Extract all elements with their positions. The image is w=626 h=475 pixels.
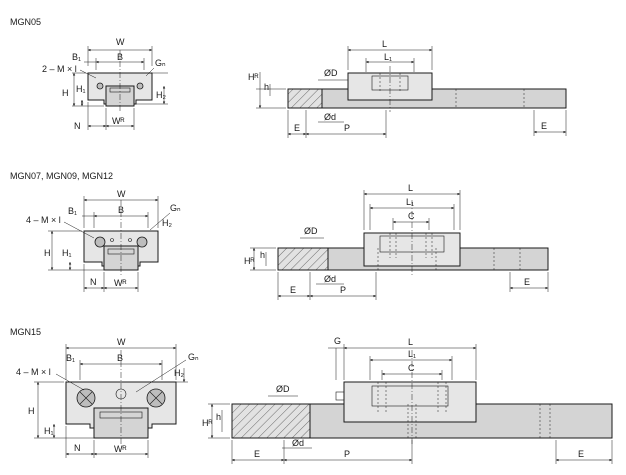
- label-W-3: W: [117, 337, 126, 347]
- label-N-2: N: [90, 277, 97, 287]
- label-h: h: [264, 82, 269, 92]
- label-L1-3: L₁: [408, 349, 416, 359]
- mgn15-side-view: L L₁ C G ØD Ød Hᴿ h E P E: [202, 336, 613, 464]
- label-B1: B₁: [72, 52, 81, 62]
- label-h-3: h: [216, 412, 221, 422]
- label-L1: L₁: [384, 52, 392, 62]
- label-M-2: 4 – M × l: [26, 215, 61, 225]
- label-Gn-3: Gₙ: [188, 352, 199, 362]
- label-B1-3: B₁: [66, 353, 75, 363]
- label-OD: ØD: [324, 68, 338, 78]
- label-W: W: [116, 37, 125, 47]
- label-P-2: P: [340, 285, 346, 295]
- label-L-3: L: [408, 337, 413, 347]
- label-Gn-2: Gₙ: [170, 203, 181, 213]
- label-L: L: [382, 39, 387, 49]
- label-Gn: Gₙ: [155, 58, 166, 68]
- label-C-3: C: [408, 363, 415, 373]
- label-Od-2: Ød: [324, 274, 336, 284]
- label-WR: Wᴿ: [112, 116, 125, 126]
- label-E-right-2: E: [524, 277, 530, 287]
- label-HR-3: Hᴿ: [202, 418, 213, 428]
- mgn07-front-view: W B B₁ Gₙ H₂ 4 – M × l H H₁ N Wᴿ: [26, 189, 181, 292]
- label-B: B: [117, 52, 123, 62]
- label-E-2: E: [290, 285, 296, 295]
- label-Od-3: Ød: [292, 438, 304, 448]
- label-M-3: 4 – M × l: [16, 367, 51, 377]
- mgn05-side-view: L L₁ ØD Ød Hᴿ h E P E: [248, 39, 567, 138]
- label-E-right-3: E: [578, 449, 584, 459]
- label-H2-3: H₂: [174, 368, 184, 378]
- section-title-mgn05: MGN05: [10, 17, 41, 27]
- label-H: H: [62, 88, 69, 98]
- label-H2: H₂: [156, 90, 166, 100]
- label-h-2: h: [260, 250, 265, 260]
- section-title-mgn07-09-12: MGN07, MGN09, MGN12: [10, 171, 113, 181]
- label-HR-2: Hᴿ: [244, 256, 255, 266]
- label-E-3: E: [254, 449, 260, 459]
- label-E-right: E: [541, 121, 547, 131]
- label-Od: Ød: [324, 112, 336, 122]
- label-P-3: P: [344, 449, 350, 459]
- mgn07-side-view: L L₁ C ØD Ød Hᴿ h E P E: [244, 183, 549, 300]
- label-H2-2: H₂: [162, 218, 172, 228]
- label-N-3: N: [74, 443, 81, 453]
- section-title-mgn15: MGN15: [10, 327, 41, 337]
- mgn15-front-view: W B B₁ Gₙ H₂ 4 – M × l H H₁ N Wᴿ: [16, 337, 199, 458]
- label-WR-3: Wᴿ: [114, 444, 127, 454]
- label-G-3: G: [334, 336, 341, 346]
- label-H-3: H: [28, 406, 35, 416]
- label-B1-2: B₁: [68, 206, 77, 216]
- label-WR-2: Wᴿ: [114, 278, 127, 288]
- label-E: E: [294, 123, 300, 133]
- label-M: 2 – M × l: [42, 64, 77, 74]
- label-N: N: [74, 121, 81, 131]
- label-B-2: B: [118, 205, 124, 215]
- label-C-2: C: [408, 211, 415, 221]
- label-H1-2: H₁: [62, 248, 72, 258]
- label-L-2: L: [408, 183, 413, 193]
- label-H1-3: H₁: [44, 426, 54, 436]
- label-OD-2: ØD: [304, 226, 318, 236]
- label-H-2: H: [44, 248, 51, 258]
- label-HR: Hᴿ: [248, 72, 259, 82]
- mgn05-front-view: W B B₁ Gₙ 2 – M × l H H₁ H₂ N Wᴿ: [42, 37, 168, 131]
- label-P: P: [344, 123, 350, 133]
- label-B-3: B: [117, 353, 123, 363]
- label-OD-3: ØD: [276, 384, 290, 394]
- label-L1-2: L₁: [406, 197, 414, 207]
- label-H1: H₁: [76, 84, 86, 94]
- label-W-2: W: [117, 189, 126, 199]
